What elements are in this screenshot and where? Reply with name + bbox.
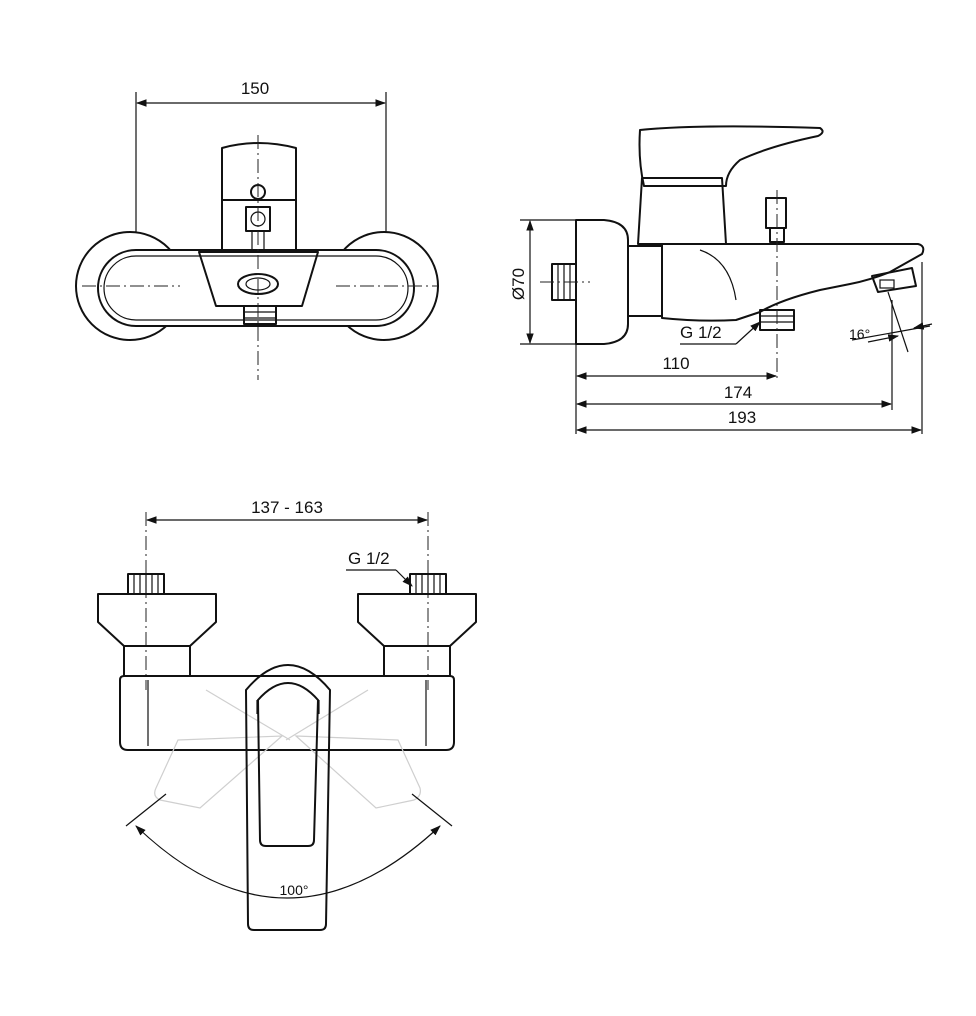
top-body <box>119 675 455 751</box>
angle-16-label: 16° <box>849 326 870 342</box>
front-view: 150 <box>75 79 439 380</box>
side-view: Ø70 G 1/2 16° 110 174 193 <box>509 125 933 434</box>
top-view: 137 - 163 G 1/2 <box>97 498 477 931</box>
side-wall-flange <box>575 219 629 345</box>
side-thread-label: G 1/2 <box>680 323 722 342</box>
top-lever <box>245 664 331 931</box>
dim-174-label: 174 <box>724 383 752 402</box>
dim-110-label: 110 <box>662 354 689 373</box>
right-eccentric <box>357 593 477 647</box>
dim-center-range-label: 137 - 163 <box>251 498 323 517</box>
shower-outlet <box>765 197 787 229</box>
top-thread-label: G 1/2 <box>348 549 390 568</box>
dim-150-label: 150 <box>241 79 269 98</box>
rotation-100-label: 100° <box>280 882 309 898</box>
ghost-lever-right <box>294 735 421 809</box>
diverter-nut <box>243 305 277 325</box>
front-lever <box>221 142 297 201</box>
left-eccentric <box>97 593 217 647</box>
side-body <box>661 243 925 322</box>
rotation-arc <box>135 825 441 899</box>
side-lever <box>638 125 824 187</box>
dim-diameter-label: Ø70 <box>509 268 528 300</box>
front-center-housing <box>198 251 319 307</box>
dim-193-label: 193 <box>728 408 756 427</box>
ghost-lever-left <box>154 735 284 809</box>
front-body <box>97 249 415 327</box>
